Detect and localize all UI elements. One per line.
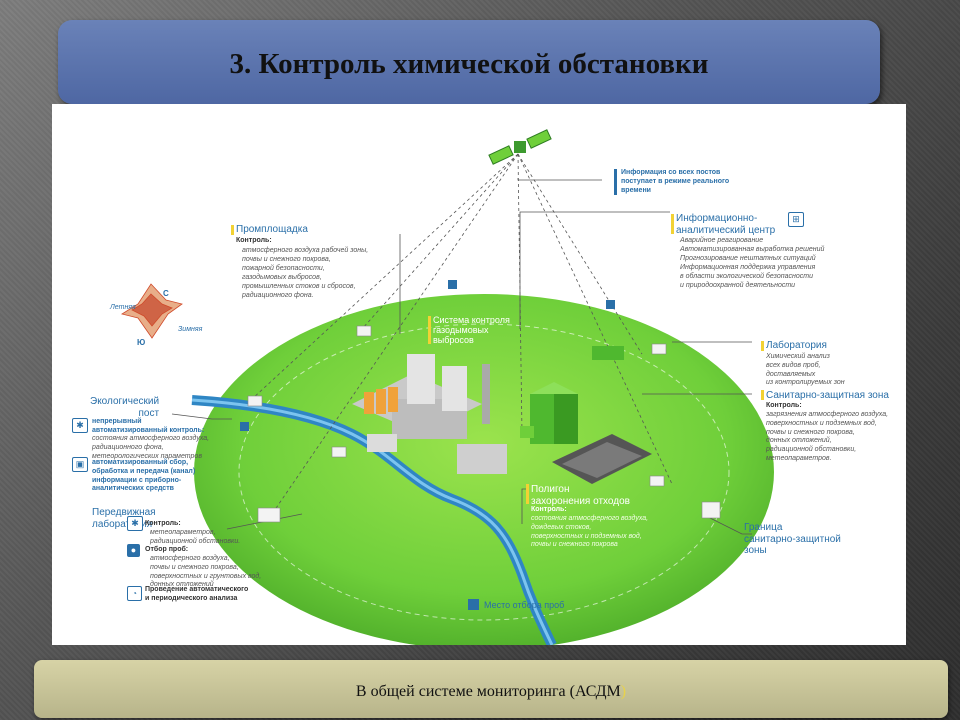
industrial-site-item-1: атмосферного воздуха рабочей зоны, (242, 247, 369, 254)
info-center-item-4: Информационная поддержка управления в об… (680, 264, 816, 289)
info-center-item-1: Аварийное реагирование (680, 237, 764, 244)
industrial-site-item-2: почвы и снежного покрова, (242, 256, 331, 263)
eco-post-line1: непрерывный автоматизированный контроль: (92, 418, 205, 434)
network-icon: ⊞ (788, 212, 804, 227)
footer-caption: В общей системе мониторинга (АСДМ) (34, 683, 948, 701)
laboratory-building (520, 346, 624, 444)
mobile-lab-analysis: Проведение автоматического и периодическ… (145, 586, 249, 602)
wind-rose-winter: Зимняя (178, 326, 203, 333)
emission-control-label: Система контроля газодымовых выбросов (433, 315, 510, 345)
info-center-item-2: Автоматизированная выработка решений (680, 246, 825, 253)
emission-control-marker (428, 316, 431, 344)
boundary-label: Граница санитарно-защитной зоны (744, 522, 841, 556)
laboratory-marker (761, 341, 764, 351)
waste-site-marker (526, 484, 529, 504)
fan-icon-2: ✱ (127, 516, 143, 531)
sanitary-zone-marker (761, 390, 764, 400)
industrial-site-item-6: радиационного фона. (242, 292, 314, 299)
satellite-icon (488, 129, 552, 165)
title-bar: 3. Контроль химической обстановки (58, 20, 880, 104)
sanitary-zone-items: загрязнения атмосферного воздуха, поверх… (766, 411, 889, 462)
diagram-panel: Информация со всех постов поступает в ре… (52, 104, 906, 645)
industrial-site-marker (231, 225, 234, 235)
wind-rose-north: С (163, 289, 169, 298)
mobile-lab-title: Передвижная лаборатория (92, 507, 156, 530)
industrial-site-item-3: пожарной безопасности, (242, 265, 325, 272)
wind-rose (120, 283, 183, 339)
sampling-place-label: Место отбора проб (484, 600, 565, 610)
wind-rose-summer: Летняя (110, 304, 136, 311)
drop-icon: ● (127, 544, 140, 557)
factory-buildings (352, 354, 507, 474)
footer-bar: В общей системе мониторинга (АСДМ) (34, 660, 948, 718)
mobile-lab-sub: Контроль: (145, 520, 181, 527)
monitor-icon: ▣ (72, 457, 88, 472)
sanitary-zone-sub: Контроль: (766, 402, 802, 409)
info-center-marker (671, 214, 674, 234)
waste-site-items: состояния атмосферного воздуха, дождевых… (531, 515, 649, 549)
eco-post-title: Экологический пост (90, 396, 160, 419)
info-center-title: Информационно- аналитический центр (676, 213, 776, 236)
mobile-lab-sub-items: метеопараметров, радиационной обстановки… (150, 529, 241, 545)
industrial-site-item-4: газодымовых выбросов, (242, 274, 322, 281)
monitoring-posts (247, 325, 721, 523)
waste-site-sub: Контроль: (531, 506, 567, 513)
eco-post-line1-detail: состояния атмосферного воздуха, радиацио… (92, 435, 210, 460)
mobile-lab-sampling-items: атмосферного воздуха, почвы и снежного п… (150, 555, 262, 589)
wind-rose-south: Ю (137, 338, 146, 347)
laboratory-title: Лаборатория (766, 340, 827, 351)
sample-place-markers (240, 280, 615, 610)
footer-paren: ) (620, 683, 627, 700)
gauge-icon: ◔ (127, 586, 142, 601)
waste-site (552, 434, 652, 484)
eco-post-line2: автоматизированный сбор, обработка и пер… (92, 459, 196, 493)
industrial-site-sub: Контроль: (236, 237, 272, 244)
mobile-lab-sampling: Отбор проб: (145, 546, 189, 553)
monitoring-diagram (120, 129, 774, 645)
info-center-item-3: Прогнозирование нештатных ситуаций (680, 255, 816, 262)
zone-boundary-ring (238, 323, 730, 621)
laboratory-desc: Химический анализ всех видов проб, доста… (766, 353, 845, 387)
fan-icon: ✱ (72, 418, 88, 433)
waste-site-title: Полигон захоронения отходов (531, 484, 630, 507)
footer-text: В общей системе мониторинга (АСДМ (355, 683, 621, 700)
satellite-info-text: Информация со всех постов поступает в ре… (614, 169, 739, 196)
sanitary-zone-title: Санитарно-защитная зона (766, 390, 889, 401)
industrial-site-title: Промплощадка (236, 224, 308, 235)
slide-title: 3. Контроль химической обстановки (229, 48, 709, 80)
industrial-site-item-5: промышленных стоков и сбросов, (242, 283, 356, 290)
